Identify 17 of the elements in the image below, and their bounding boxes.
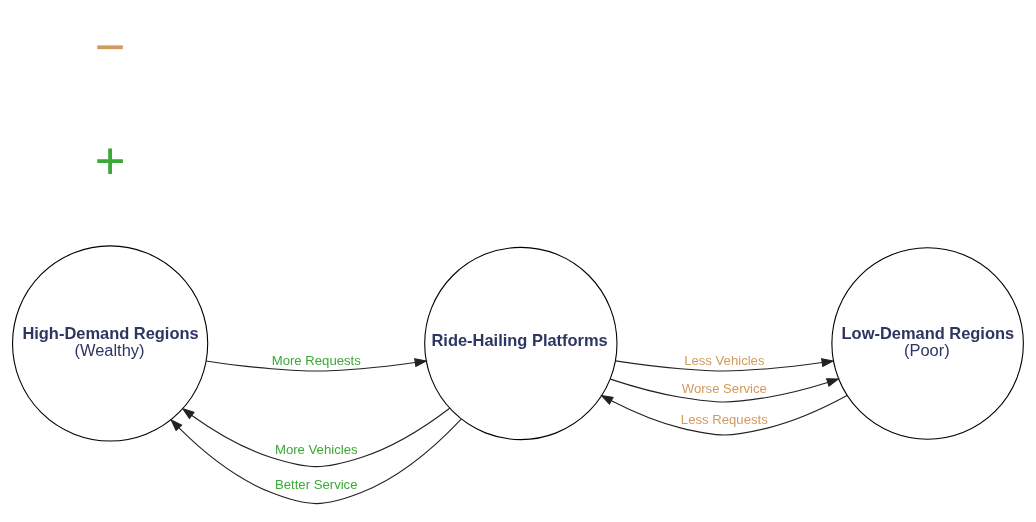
node-circle: Low-Demand Regions (Poor) <box>831 247 1024 440</box>
arrow <box>170 418 462 505</box>
node-circle: Ride-Hailing Platforms <box>424 246 618 441</box>
edge-label: More Vehicles <box>274 441 358 457</box>
arrow <box>600 394 848 436</box>
label: − <box>94 16 126 76</box>
arrow <box>205 358 428 372</box>
label: + <box>94 130 126 190</box>
edge-label: Better Service <box>274 476 358 492</box>
edge-label: Less Requests <box>680 412 768 428</box>
edge-label: Less Vehicles <box>684 352 765 368</box>
node-circle: High-Demand Regions (Wealthy) <box>12 245 209 442</box>
arrow <box>615 358 835 372</box>
arrow <box>181 407 451 468</box>
edge-label: More Requests <box>271 352 361 368</box>
arrow <box>609 378 840 403</box>
edge-label: Worse Service <box>681 381 767 397</box>
